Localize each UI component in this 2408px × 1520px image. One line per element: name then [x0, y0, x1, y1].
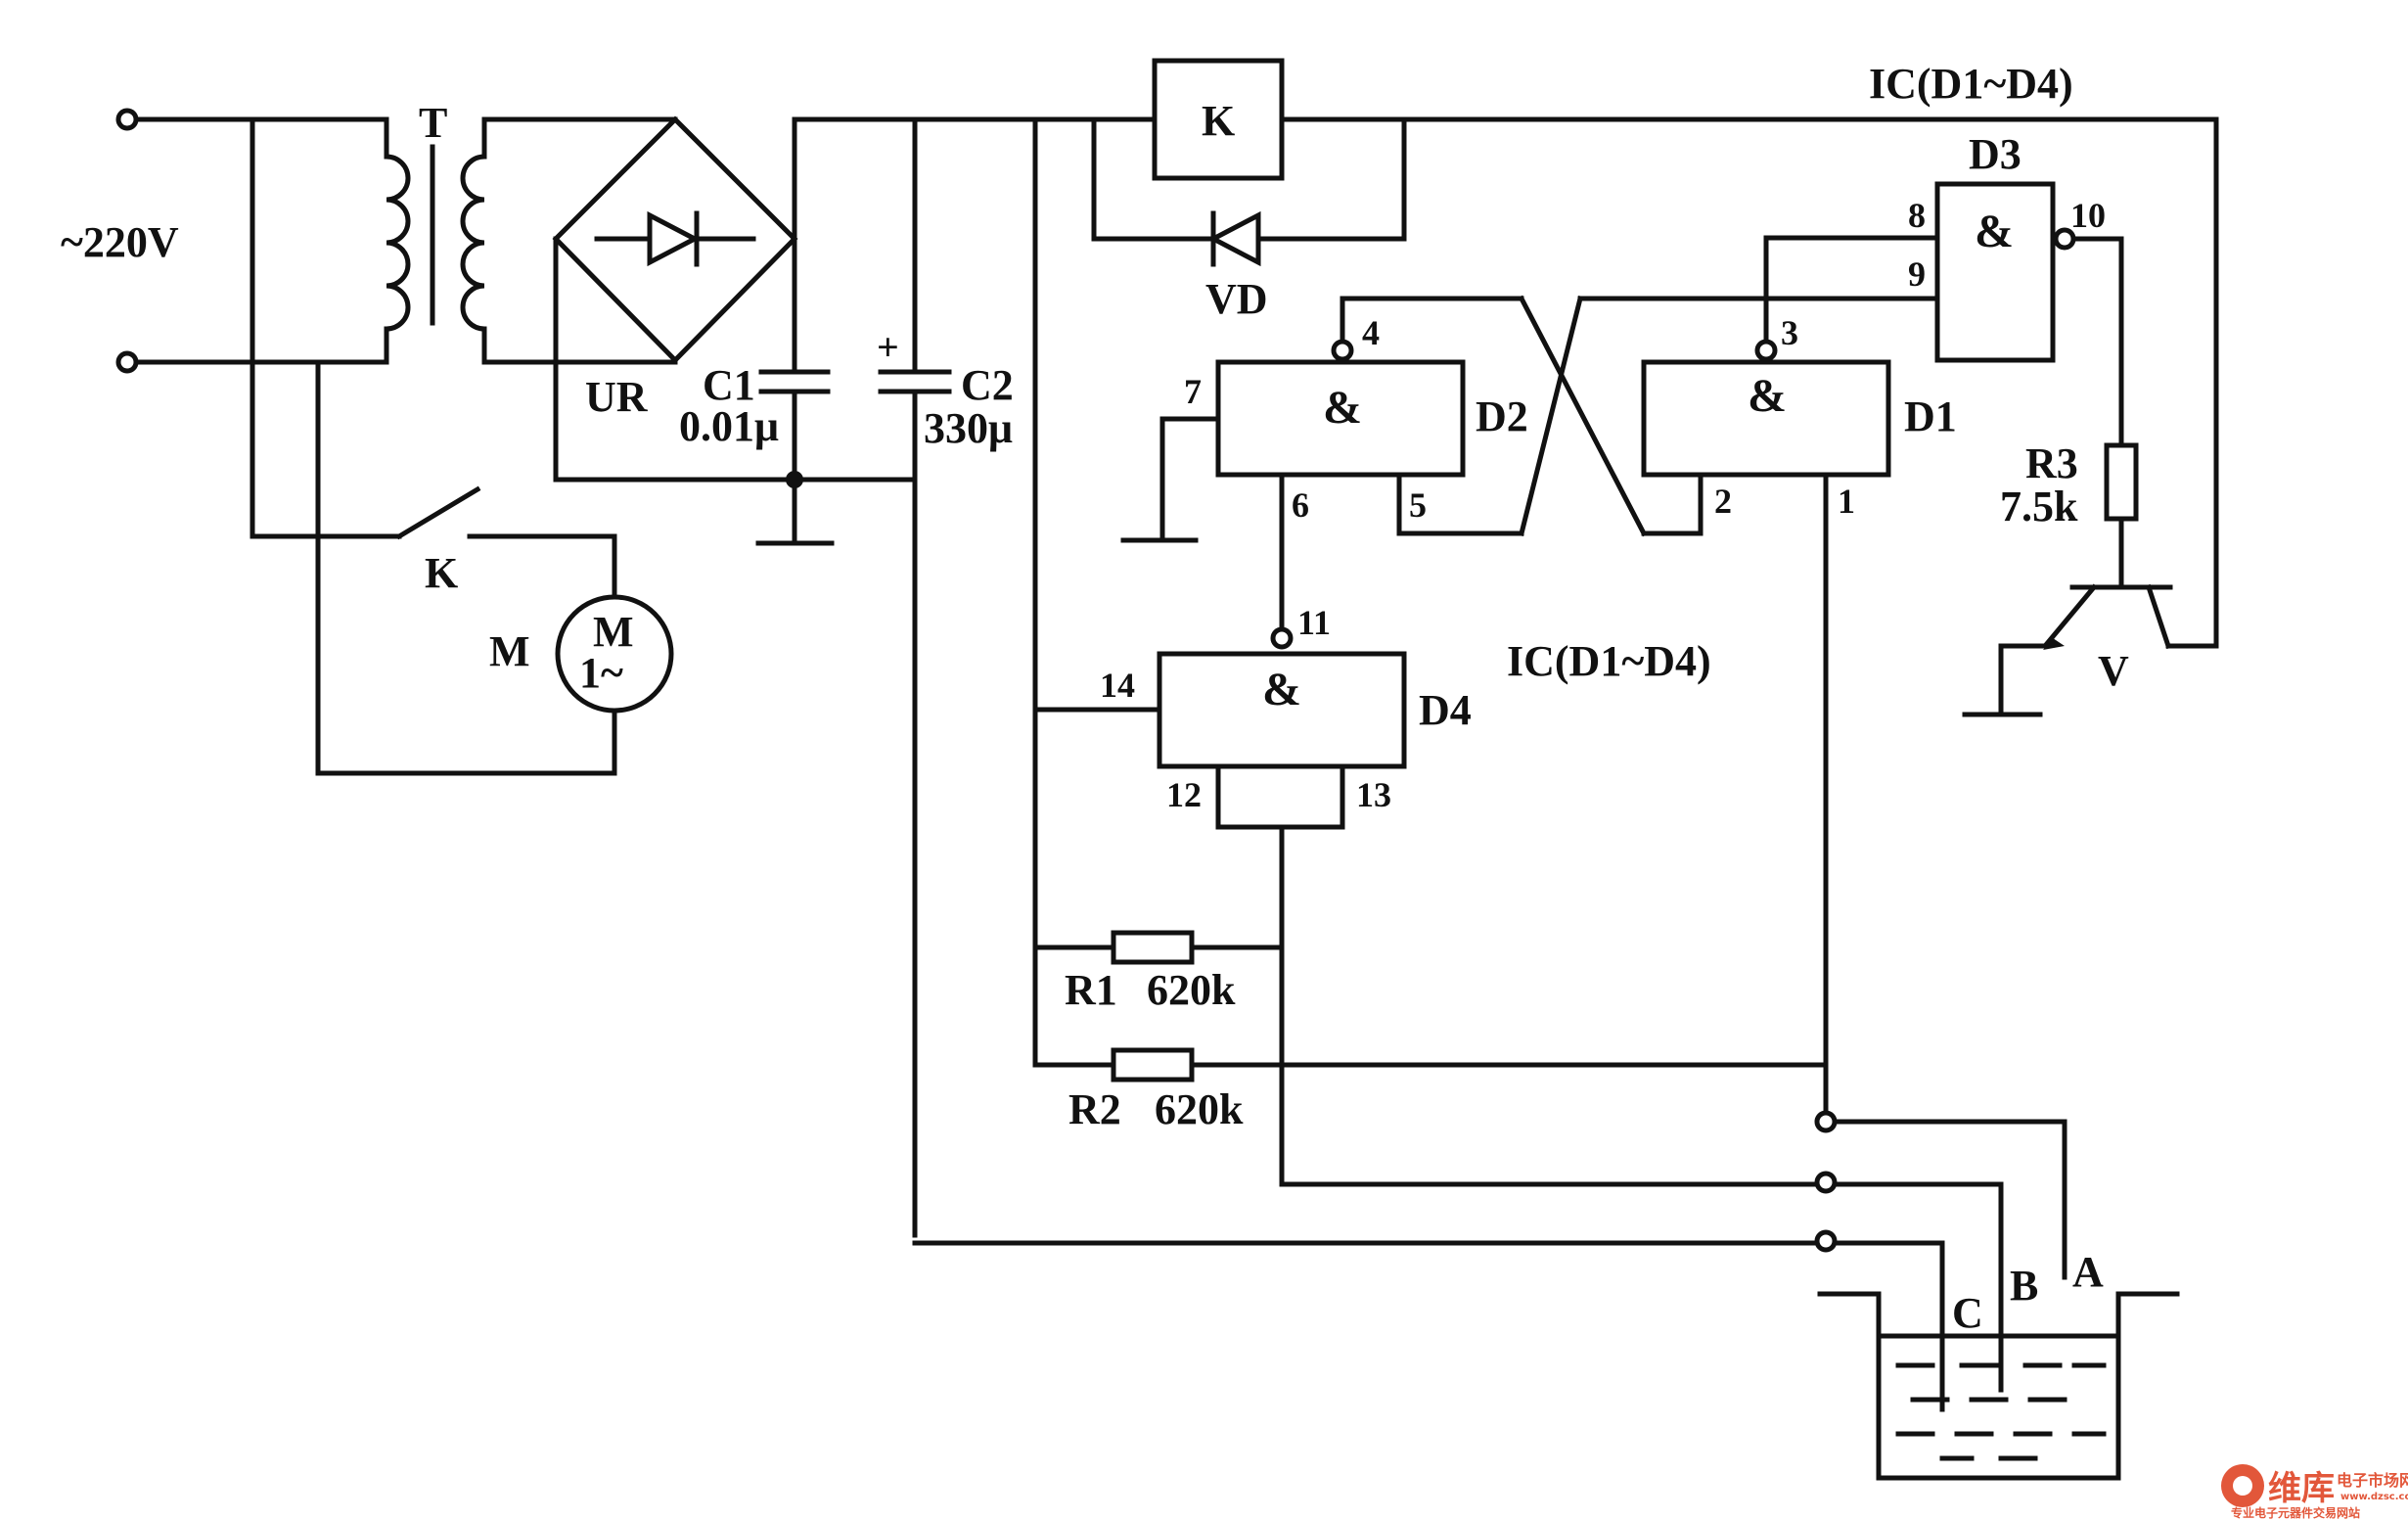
gate-d2-name: D2: [1476, 392, 1528, 440]
probe-c-label: C: [1952, 1289, 1983, 1337]
gate-d1-pin2: 2: [1714, 482, 1732, 521]
watermark-brand: 维库: [2268, 1469, 2335, 1508]
water-tank: A B C: [1817, 1248, 2180, 1481]
gate-d1-pin3: 3: [1781, 313, 1798, 352]
c2-polarity: +: [877, 325, 899, 369]
probe-a-label: A: [2072, 1248, 2104, 1296]
c1-name: C1: [703, 361, 755, 409]
gate-d1: & D1 3 2 1: [1641, 235, 1957, 1116]
r1-name: R1: [1065, 966, 1117, 1014]
gate-d1-symbol: &: [1748, 370, 1787, 422]
gate-d2-pin6: 6: [1292, 485, 1309, 525]
cross-coupling: [1340, 295, 1940, 537]
resistor-r3: R3 7.5k: [2000, 439, 2139, 590]
capacitor-c1: C1 0.01μ: [679, 116, 831, 483]
c2-name: C2: [961, 361, 1014, 409]
gate-d4-pin12: 12: [1166, 775, 1202, 814]
probe-b-label: B: [2010, 1262, 2038, 1310]
resistor-r1: R1 620k: [1032, 930, 1285, 1014]
resistor-r2: R2 620k: [1032, 1047, 1829, 1133]
gate-d3-pin10: 10: [2070, 196, 2106, 235]
gate-d3-name: D3: [1969, 130, 2022, 178]
gate-d2-pin7: 7: [1184, 372, 1202, 411]
ic-title-top: IC(D1~D4): [1869, 60, 2073, 108]
diode-label: VD: [1205, 275, 1268, 323]
supply-label: ~220V: [61, 218, 179, 266]
watermark-url: www.dzsc.com: [2340, 1492, 2408, 1502]
watermark-sub: 电子市场网: [2337, 1471, 2408, 1490]
watermark-tagline: 专业电子元器件交易网站: [2231, 1505, 2360, 1520]
watermark-logo: 维库 电子市场网 www.dzsc.com 专业电子元器件交易网站: [2221, 1464, 2408, 1520]
ac-input: ~220V: [61, 108, 389, 374]
ic-title-middle: IC(D1~D4): [1507, 637, 1711, 685]
diode-vd: VD: [1205, 210, 1285, 323]
r1-value: 620k: [1147, 966, 1236, 1014]
capacitor-c2: + C2 330μ: [877, 116, 1014, 1238]
gate-d2-pin4: 4: [1362, 313, 1380, 352]
r3-name: R3: [2025, 439, 2078, 487]
transformer-label: T: [419, 99, 447, 147]
gate-d2-pin5: 5: [1409, 485, 1427, 525]
r2-name: R2: [1068, 1085, 1121, 1133]
gate-d3-symbol: &: [1975, 206, 2014, 257]
relay-label: K: [1202, 97, 1235, 145]
c1-value: 0.01μ: [679, 402, 779, 450]
r2-value: 620k: [1155, 1085, 1244, 1133]
motor-symbol-bottom: 1~: [579, 649, 623, 697]
logic-supply-bus: [1032, 116, 1162, 1068]
bridge-rectifier-ur: UR: [481, 115, 798, 483]
c2-value: 330μ: [924, 404, 1013, 452]
gate-d2-symbol: &: [1323, 382, 1362, 434]
relay-coil-k: K: [1091, 58, 1407, 242]
motor-label: M: [489, 627, 530, 675]
gate-d2: & D2 7 4 6 5: [1120, 296, 1528, 629]
transformer-t: T: [384, 99, 487, 365]
gate-d4-symbol: &: [1262, 664, 1301, 715]
gate-d4-name: D4: [1419, 686, 1472, 734]
r3-value: 7.5k: [2000, 483, 2078, 530]
probe-terminals: [912, 1110, 2067, 1412]
gate-d4: & D4 14 11 12 13: [1100, 603, 1472, 1187]
gate-d4-pin13: 13: [1356, 775, 1391, 814]
motor-circuit: K M M 1~: [250, 116, 674, 776]
motor-symbol-top: M: [593, 608, 634, 656]
transistor-label: V: [2098, 647, 2129, 695]
switch-label: K: [425, 549, 458, 597]
gate-d1-pin1: 1: [1838, 482, 1855, 521]
gate-d1-name: D1: [1904, 392, 1957, 440]
gate-d4-pin11: 11: [1297, 603, 1331, 642]
bridge-label: UR: [585, 373, 649, 421]
gate-d3-pin8: 8: [1908, 196, 1926, 235]
ground-rail: [553, 471, 918, 546]
gate-d4-pin14: 14: [1100, 666, 1135, 705]
transistor-v: V: [1962, 116, 2219, 717]
gate-d3: & D3 8 9 10: [1908, 130, 2124, 448]
gate-d3-pin9: 9: [1908, 254, 1926, 294]
